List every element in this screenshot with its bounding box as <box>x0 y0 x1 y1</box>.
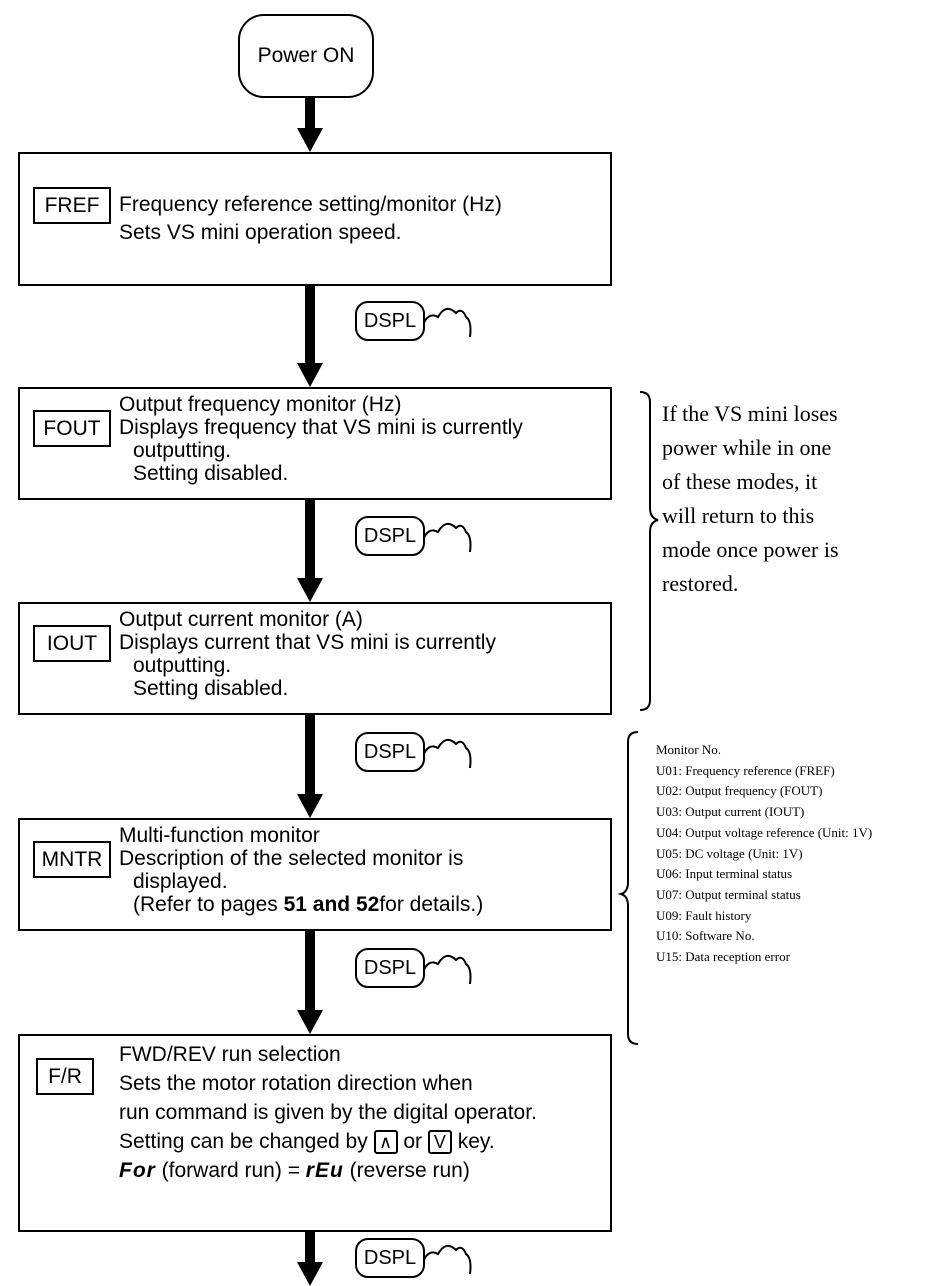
dspl-label: DSPL <box>363 524 417 547</box>
note-line: mode once power is <box>662 537 839 562</box>
iout-line: Output current monitor (A) <box>119 608 363 631</box>
monitor-item: U05: DC voltage (Unit: 1V) <box>656 845 803 861</box>
fwd-text: (forward run) = <box>155 1159 306 1182</box>
flow-arrow <box>297 98 323 152</box>
fout-line: outputting. <box>133 439 232 462</box>
mntr-reference: (Refer to pages 51 and 52for details.) <box>133 893 483 916</box>
mode-box-fout <box>18 387 612 500</box>
iout-line: Setting disabled. <box>133 677 289 700</box>
fref-key-display: FREF <box>33 187 111 224</box>
monitor-list: Monitor No. U01: Frequency reference (FR… <box>656 740 872 968</box>
brace-monitor-list <box>617 731 639 1045</box>
mntr-ref-suffix: for details.) <box>379 893 484 916</box>
mode-box-fr <box>18 1034 612 1232</box>
fout-description: Output frequency monitor (Hz) Displays f… <box>119 393 523 485</box>
fr-change-line: Setting can be changed by ∧ or V key. <box>119 1127 537 1156</box>
mntr-line: displayed. <box>133 870 228 893</box>
fout-line: Setting disabled. <box>133 462 289 485</box>
dspl-button: DSPL <box>355 1238 425 1278</box>
pointing-hand-icon <box>421 738 472 769</box>
fr-line: Sets the motor rotation direction when <box>119 1072 473 1095</box>
fr-description: FWD/REV run selection Sets the motor rot… <box>119 1040 537 1185</box>
monitor-item: U06: Input terminal status <box>656 866 793 882</box>
fref-line: Sets VS mini operation speed. <box>119 221 402 244</box>
flow-arrow <box>297 931 323 1034</box>
fr-key-label: F/R <box>48 1064 82 1088</box>
note-line: will return to this <box>662 503 815 528</box>
dspl-label: DSPL <box>363 740 417 763</box>
note-line: power while in one <box>662 435 832 460</box>
monitor-item: U07: Output terminal status <box>656 886 801 902</box>
fout-line: Output frequency monitor (Hz) <box>119 393 402 416</box>
fout-key-display: FOUT <box>33 410 111 447</box>
monitor-item: U03: Output current (IOUT) <box>656 804 805 820</box>
mntr-key-label: MNTR <box>41 847 103 871</box>
dspl-button: DSPL <box>355 301 425 341</box>
mode-box-iout <box>18 602 612 715</box>
flow-arrow <box>297 286 323 387</box>
mntr-ref-prefix: (Refer to pages <box>133 893 284 916</box>
dspl-button: DSPL <box>355 516 425 556</box>
iout-description: Output current monitor (A) Displays curr… <box>119 608 496 700</box>
fr-line: run command is given by the digital oper… <box>119 1101 537 1124</box>
up-key-icon: ∧ <box>373 1130 398 1155</box>
note-line: If the VS mini loses <box>662 401 838 426</box>
iout-line: Displays current that VS mini is current… <box>119 631 496 654</box>
monitor-item: U01: Frequency reference (FREF) <box>656 762 835 778</box>
mntr-key-display: MNTR <box>33 841 111 878</box>
mntr-line: Description of the selected monitor is <box>119 847 464 870</box>
pointing-hand-icon <box>421 954 472 985</box>
fwd-code: For <box>119 1159 156 1182</box>
note-line: of these modes, it <box>662 469 818 494</box>
monitor-item: U02: Output frequency (FOUT) <box>656 783 823 799</box>
fout-line: Displays frequency that VS mini is curre… <box>119 416 523 439</box>
iout-key-label: IOUT <box>46 631 98 655</box>
dspl-label: DSPL <box>363 1246 417 1269</box>
mode-box-mntr <box>18 818 612 931</box>
rev-text: (reverse run) <box>343 1159 470 1182</box>
note-line: restored. <box>662 571 739 596</box>
dspl-button: DSPL <box>355 948 425 988</box>
power-loss-note: If the VS mini loses power while in one … <box>662 397 839 601</box>
fref-line: Frequency reference setting/monitor (Hz) <box>119 193 502 216</box>
mntr-line: Multi-function monitor <box>119 824 320 847</box>
mntr-ref-pages: 51 and 52 <box>283 893 380 916</box>
fr-change-prefix: Setting can be changed by <box>119 1130 374 1153</box>
dspl-button: DSPL <box>355 732 425 772</box>
dspl-label: DSPL <box>363 309 417 332</box>
monitor-item: U15: Data reception error <box>656 949 790 965</box>
pointing-hand-icon <box>421 1244 472 1275</box>
fr-or: or <box>397 1130 428 1153</box>
iout-line: outputting. <box>133 654 232 677</box>
dspl-label: DSPL <box>363 956 417 979</box>
flow-arrow <box>297 1232 323 1286</box>
power-on-terminal: Power ON <box>238 14 374 98</box>
pointing-hand-icon <box>421 522 472 553</box>
rev-code: rEu <box>305 1159 344 1182</box>
iout-key-display: IOUT <box>33 625 111 662</box>
fr-key-display: F/R <box>36 1058 94 1095</box>
down-key-icon: V <box>427 1130 452 1155</box>
fr-key-suffix: key. <box>451 1130 495 1153</box>
flow-arrow <box>297 715 323 818</box>
fref-description: Frequency reference setting/monitor (Hz)… <box>119 193 502 244</box>
monitor-item: U10: Software No. <box>656 928 755 944</box>
flow-arrow <box>297 500 323 602</box>
mntr-description: Multi-function monitor Description of th… <box>119 824 483 916</box>
monitor-item: U09: Fault history <box>656 907 752 923</box>
fout-key-label: FOUT <box>43 416 101 440</box>
brace-power-modes <box>639 391 659 711</box>
monitor-list-heading: Monitor No. <box>656 742 721 757</box>
pointing-hand-icon <box>421 307 472 338</box>
fr-direction-line: For (forward run) = rEu (reverse run) <box>119 1156 537 1185</box>
mode-box-fref <box>18 152 612 286</box>
power-on-label: Power ON <box>257 44 355 67</box>
fref-key-label: FREF <box>44 193 100 217</box>
monitor-item: U04: Output voltage reference (Unit: 1V) <box>656 824 873 840</box>
fr-line: FWD/REV run selection <box>119 1043 341 1066</box>
